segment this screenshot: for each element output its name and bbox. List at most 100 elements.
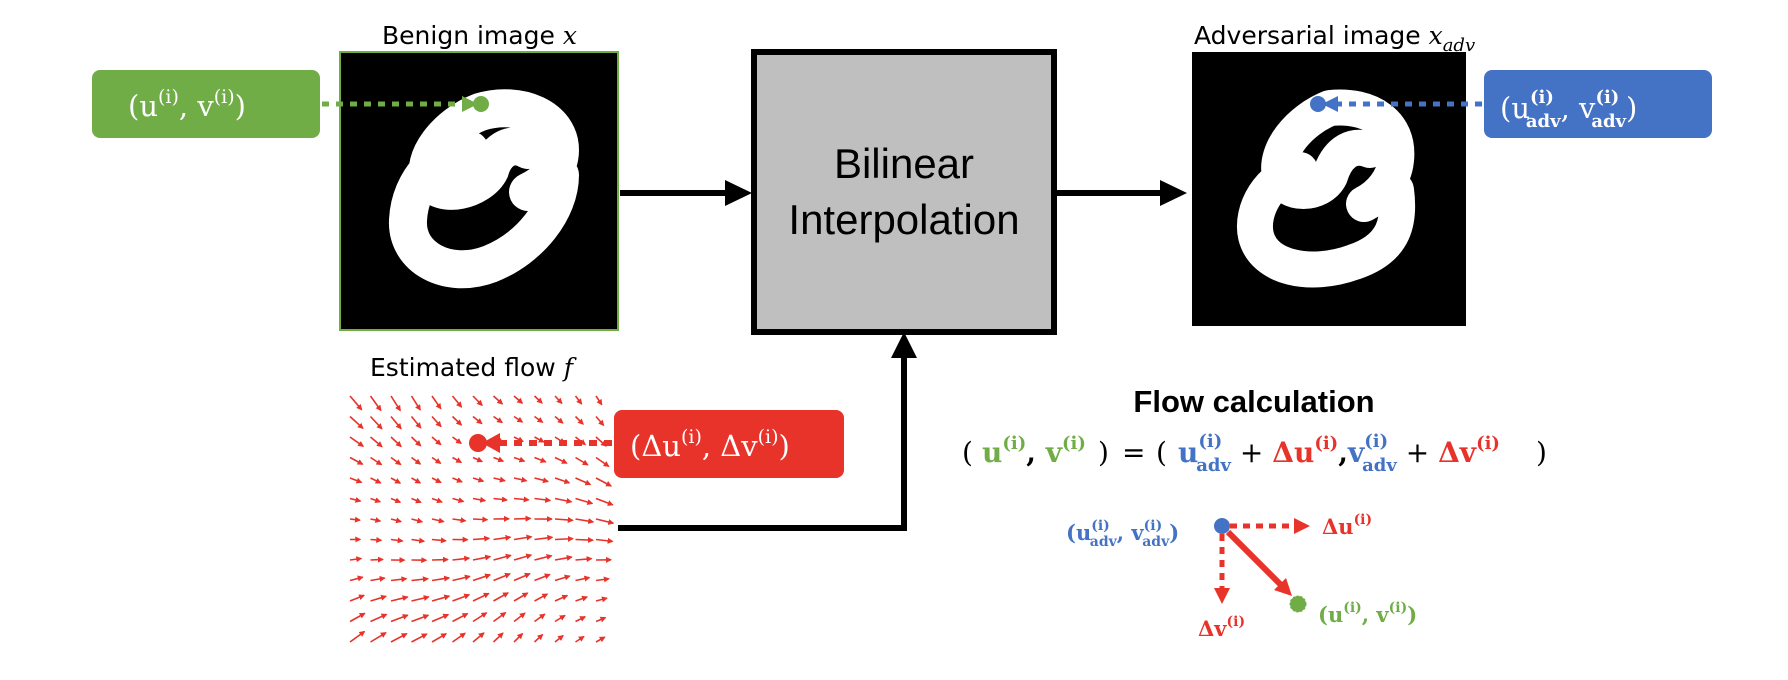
delta-u-arrowhead [1294, 518, 1310, 534]
flow-vector [370, 613, 388, 623]
flow-vector [431, 537, 447, 544]
flow-vector [411, 497, 422, 504]
flow-vector [411, 576, 429, 583]
flow-pixel-dot [469, 434, 487, 452]
flow-vector [493, 572, 511, 582]
flow-vector [513, 553, 533, 561]
flow-vector [431, 415, 442, 428]
flow-vector [513, 515, 532, 522]
flow-vector [369, 415, 383, 430]
flow-vector [431, 395, 442, 410]
flow-vector [554, 535, 574, 542]
flow-vector [370, 556, 384, 563]
flow-vector [493, 592, 509, 602]
flow-vector [513, 572, 531, 582]
flow-vector [575, 477, 592, 486]
flow-vector [575, 575, 591, 582]
flow-vector [472, 415, 483, 425]
flow-vector [390, 632, 408, 643]
flow-vector [554, 614, 566, 623]
flow-vector [472, 592, 490, 602]
flow-vector [472, 456, 484, 463]
flow-vector [493, 534, 512, 541]
flow-vector [390, 537, 404, 544]
flow-vector [575, 497, 594, 505]
flow-vector [452, 574, 471, 582]
flow-vector [513, 456, 526, 463]
flow-vector [492, 395, 504, 405]
flow-vector [513, 395, 524, 404]
flow-vector [595, 596, 608, 603]
flow-vector [493, 611, 507, 623]
flow-vector [493, 476, 506, 483]
flow-vector [534, 573, 551, 582]
flow-pointer-arrowhead [482, 433, 500, 453]
flow-vector [554, 477, 571, 485]
box-to-adversarial-arrowhead [1160, 180, 1187, 206]
flow-vector [595, 576, 610, 583]
combined-flow-arrowhead [1274, 578, 1292, 596]
flow-vector [534, 534, 554, 541]
benign-pointer-arrowhead [462, 96, 478, 112]
flow-vector [390, 456, 402, 466]
flow-vector [349, 456, 364, 465]
flow-vector [534, 553, 553, 561]
adv-point-label: (u(i)adv, v(i)adv) [1066, 518, 1179, 550]
flow-vector [451, 395, 463, 408]
flow-vector [472, 476, 485, 483]
flow-vector [431, 575, 451, 582]
flow-vector [369, 395, 382, 412]
flow-vector [431, 633, 448, 643]
flow-vector [411, 595, 430, 602]
flow-vector [411, 614, 430, 623]
flow-vector [533, 633, 544, 643]
flow-vector [410, 436, 422, 447]
flow-vector [472, 496, 487, 503]
benign-pixel-dot [473, 96, 489, 112]
flow-vector [472, 632, 485, 643]
flow-vector [349, 630, 366, 643]
flow-vector [370, 477, 382, 484]
flow-vector [349, 575, 364, 582]
flow-vector [370, 497, 382, 504]
flow-vector [370, 456, 383, 466]
benign-coordinate-pill: (u(i), v(i)) [92, 70, 320, 138]
flow-vector [554, 554, 573, 561]
adversarial-coordinate-text: (u(i)adv, v(i)adv) [1500, 87, 1637, 132]
flow-vector [349, 436, 365, 447]
flow-equation: ( u(i), v(i) ) = ( u(i)adv + Δu(i),v(i)a… [962, 431, 1547, 476]
flow-vector [554, 516, 574, 523]
flow-vector [595, 616, 607, 623]
flow-vector [349, 395, 363, 411]
flow-vector [410, 395, 421, 411]
flow-vector [369, 436, 383, 448]
flow-vector [452, 612, 469, 623]
flow-vector [349, 612, 366, 623]
flow-vector [452, 517, 467, 524]
flow-vector [390, 595, 409, 602]
flow-vector [370, 575, 386, 582]
box-line-1: Bilinear [834, 140, 974, 187]
flow-vector [575, 616, 587, 623]
flow-vector [513, 612, 526, 623]
delta-v-label: Δv(i) [1198, 614, 1245, 641]
flow-vector-illustration: (u(i)adv, v(i)adv) Δu(i) Δv(i) (u(i), v(… [1066, 512, 1417, 641]
flow-vector [390, 576, 408, 583]
flow-vector [534, 415, 544, 423]
flow-vector [349, 594, 365, 602]
bilinear-interpolation-box: Bilinear Interpolation [751, 49, 1057, 335]
adversarial-pixel-dot [1310, 96, 1326, 112]
adv-point-dot [1214, 518, 1230, 534]
flow-vector [452, 632, 466, 643]
svg-text:u(i), v(i): u(i), v(i) [982, 433, 1086, 469]
flow-calculation-title: Flow calculation [1133, 384, 1374, 419]
flow-vector [575, 518, 595, 525]
flow-vector [472, 516, 489, 523]
flow-vector [513, 592, 529, 602]
flow-vector [452, 593, 471, 602]
flow-vector [554, 497, 573, 504]
box-line-2: Interpolation [788, 196, 1019, 243]
svg-text:(: ( [962, 436, 973, 469]
flow-vector [431, 594, 451, 602]
